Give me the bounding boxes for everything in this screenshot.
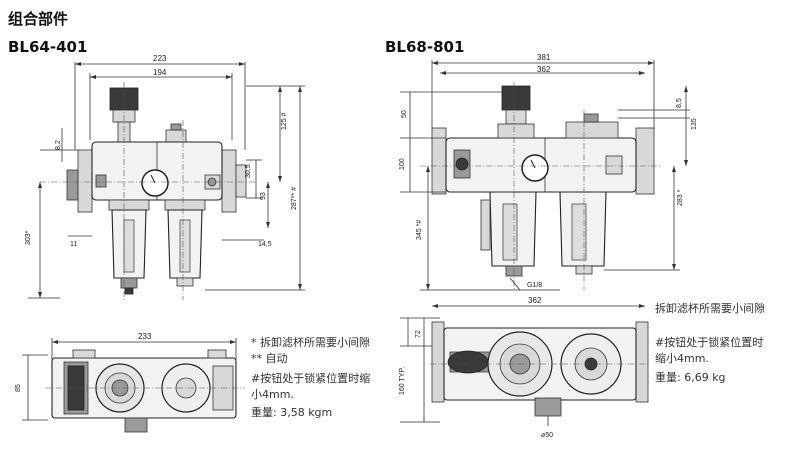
dim-50: 50 [401,110,408,118]
regulator-knob-right [501,85,531,111]
left-notes: * 拆卸滤杯所需要小间隙 ** 自动 #按钮处于锁紧位置时缩 小4mm. 重量:… [251,335,370,419]
model-left-title: BL64-401 [8,38,87,56]
dim-8-5: 8,5 [676,98,683,108]
dim-283: 283 * [677,189,684,206]
left-note-4: 小4mm. [251,388,294,401]
dim-135: 135 [691,118,698,130]
dim-85: 85 [15,384,22,392]
right-notes: 拆卸滤杯所需要小间隙 #按钮处于锁紧位置时 缩小4mm. 重量: 6,69 kg [655,301,765,384]
dim-72: 72 [415,330,422,338]
dim-362-top: 362 [528,296,542,305]
dim-287: 287** # [291,187,298,210]
page-title: 组合部件 [8,10,68,28]
model-right-title: BL68-801 [385,38,464,56]
label-g1-8: G1/8 [527,282,542,289]
left-front-view: 223 194 [25,54,305,300]
left-note-5: 重量: 3,58 kgm [251,405,332,419]
dim-160: 160 TYP. [399,367,406,395]
dim-14-5: 14,5 [258,241,272,248]
dim-100: 100 [399,158,406,170]
dim-125: 125 # [281,112,288,130]
dim-194: 194 [153,68,167,77]
dim-381: 381 [537,53,551,62]
right-front-view: 381 362 [399,53,698,291]
dim-233: 233 [138,332,152,341]
dim-223: 223 [153,54,167,63]
dim-dia-50: ⌀50 [541,432,553,439]
right-top-view: 362 72 160 TYP. ⌀50 [399,296,650,439]
dim-93: 93 [260,192,267,200]
dim-30-5: 30,5 [245,164,252,178]
dim-345: 345 *# [416,220,423,240]
right-note-4: 重量: 6,69 kg [655,370,726,384]
dim-11: 11 [70,241,77,248]
right-note-1: 拆卸滤杯所需要小间隙 [655,301,765,315]
bracket-left [77,149,93,213]
right-note-2: #按钮处于锁紧位置时 [655,335,763,349]
left-top-view: 233 85 [15,332,245,433]
right-note-3: 缩小4mm. [655,352,709,365]
dim-303: 303* [25,230,32,245]
left-note-2: ** 自动 [251,352,288,365]
left-note-1: * 拆卸滤杯所需要小间隙 [251,335,370,349]
left-note-3: #按钮处于锁紧位置时缩 [251,371,370,385]
bracket-right [221,149,237,213]
dim-362: 362 [537,65,551,74]
dim-8-2: 8,2 [55,140,62,150]
